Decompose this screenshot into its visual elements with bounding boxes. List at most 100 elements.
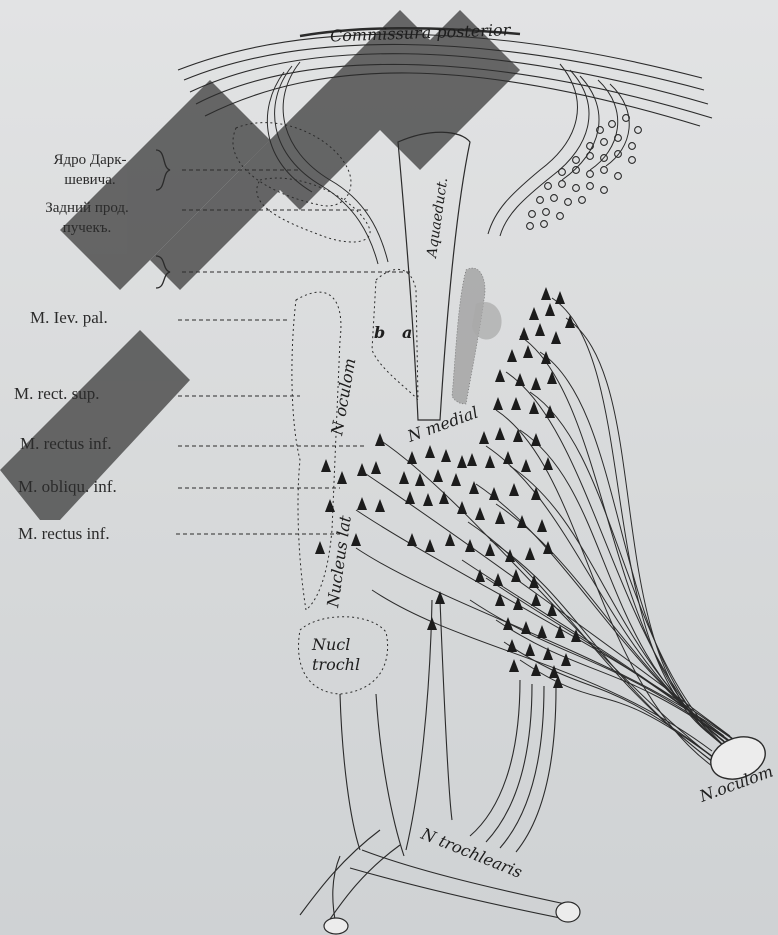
nucl-label: Nucl bbox=[311, 635, 350, 654]
fiber-section bbox=[629, 157, 636, 164]
neuron-triangle bbox=[495, 427, 505, 440]
neuron-triangle bbox=[537, 519, 547, 532]
nerve-fiber bbox=[486, 446, 724, 741]
neuron-triangle bbox=[475, 507, 485, 520]
neuron-triangle bbox=[547, 603, 557, 616]
label-rectus-inf-1: M. rectus inf. bbox=[20, 434, 112, 454]
fiber-section bbox=[529, 211, 536, 218]
neuron-triangle bbox=[441, 449, 451, 462]
fiber-section bbox=[557, 213, 564, 220]
neuron-triangle bbox=[485, 543, 495, 556]
fiber-section bbox=[551, 195, 558, 202]
fiber-section bbox=[601, 167, 608, 174]
nerve-fiber bbox=[470, 600, 736, 746]
neuron-triangle bbox=[465, 539, 475, 552]
fiber-section bbox=[543, 209, 550, 216]
neuron-cells bbox=[315, 287, 581, 688]
fiber-section bbox=[629, 143, 636, 150]
fiber-section bbox=[587, 153, 594, 160]
neuron-triangle bbox=[529, 307, 539, 320]
neuron-triangle bbox=[503, 617, 513, 630]
neuron-triangle bbox=[509, 659, 519, 672]
neuron-triangle bbox=[493, 397, 503, 410]
fiber-section bbox=[623, 115, 630, 122]
fiber-section bbox=[545, 183, 552, 190]
label-rectus-inf-2: M. rectus inf. bbox=[18, 524, 110, 544]
neuron-triangle bbox=[451, 473, 461, 486]
nerve-fiber bbox=[468, 522, 712, 761]
neuron-triangle bbox=[525, 547, 535, 560]
trochl-label: trochl bbox=[312, 655, 360, 674]
neuron-triangle bbox=[405, 491, 415, 504]
neuron-triangle bbox=[531, 663, 541, 676]
fiber-section bbox=[601, 187, 608, 194]
fiber-section bbox=[537, 197, 544, 204]
neuron-triangle bbox=[489, 487, 499, 500]
stippled-blob bbox=[472, 302, 502, 340]
neuron-triangle bbox=[507, 349, 517, 362]
neuron-triangle bbox=[545, 303, 555, 316]
neuron-triangle bbox=[543, 541, 553, 554]
fiber-section bbox=[559, 181, 566, 188]
fiber-section bbox=[587, 171, 594, 178]
label-obliqu-inf: M. obliqu. inf. bbox=[18, 477, 117, 497]
neuron-triangle bbox=[479, 431, 489, 444]
nerve-fiber bbox=[510, 466, 730, 746]
fiber-section bbox=[587, 183, 594, 190]
neuron-triangle bbox=[425, 539, 435, 552]
neuron-triangle bbox=[399, 471, 409, 484]
label-darkshevich-line1: Ядро Дарк- bbox=[30, 150, 150, 170]
fiber-cross-sections bbox=[527, 115, 642, 230]
fiber-section bbox=[541, 221, 548, 228]
neuron-triangle bbox=[315, 541, 325, 554]
fiber-section bbox=[579, 197, 586, 204]
neuron-triangle bbox=[425, 445, 435, 458]
neuron-triangle bbox=[509, 483, 519, 496]
neuron-triangle bbox=[523, 345, 533, 358]
neuron-triangle bbox=[475, 569, 485, 582]
neuron-triangle bbox=[511, 569, 521, 582]
neuron-triangle bbox=[485, 455, 495, 468]
neuron-triangle bbox=[325, 499, 335, 512]
fiber-section bbox=[615, 151, 622, 158]
neuron-triangle bbox=[371, 461, 381, 474]
neuron-triangle bbox=[503, 451, 513, 464]
neuron-triangle bbox=[321, 459, 331, 472]
neuron-triangle bbox=[407, 451, 417, 464]
nerve-fiber bbox=[356, 548, 742, 746]
neuron-triangle bbox=[337, 471, 347, 484]
label-posterior-line1: Задний прод. bbox=[22, 198, 152, 218]
label-darkshevich-nucleus: Ядро Дарк- шевича. bbox=[30, 150, 150, 190]
neuron-triangle bbox=[531, 593, 541, 606]
label-darkshevich-line2: шевича. bbox=[30, 170, 150, 190]
neuron-triangle bbox=[521, 621, 531, 634]
neuron-triangle bbox=[495, 593, 505, 606]
neuron-triangle bbox=[531, 377, 541, 390]
neuron-triangle bbox=[375, 433, 385, 446]
neuron-triangle bbox=[433, 469, 443, 482]
fiber-section bbox=[609, 121, 616, 128]
label-a: a bbox=[402, 323, 412, 342]
neuron-triangle bbox=[545, 405, 555, 418]
neuron-triangle bbox=[467, 453, 477, 466]
neuron-triangle bbox=[495, 369, 505, 382]
neuron-triangle bbox=[519, 327, 529, 340]
fiber-section bbox=[573, 167, 580, 174]
n-medial-label: N medial bbox=[404, 403, 481, 446]
trochlear-nerve-ends bbox=[324, 902, 580, 934]
neuron-triangle bbox=[375, 499, 385, 512]
neuron-triangle bbox=[423, 493, 433, 506]
oculomotor-fibers bbox=[356, 298, 742, 766]
neuron-triangle bbox=[535, 323, 545, 336]
neuron-triangle bbox=[357, 463, 367, 476]
neuron-triangle bbox=[469, 481, 479, 494]
neuron-triangle bbox=[537, 625, 547, 638]
fiber-section bbox=[573, 157, 580, 164]
neuron-triangle bbox=[565, 315, 575, 328]
neuron-triangle bbox=[511, 397, 521, 410]
fiber-section bbox=[615, 173, 622, 180]
fiber-section bbox=[635, 127, 642, 134]
fiber-section bbox=[573, 185, 580, 192]
